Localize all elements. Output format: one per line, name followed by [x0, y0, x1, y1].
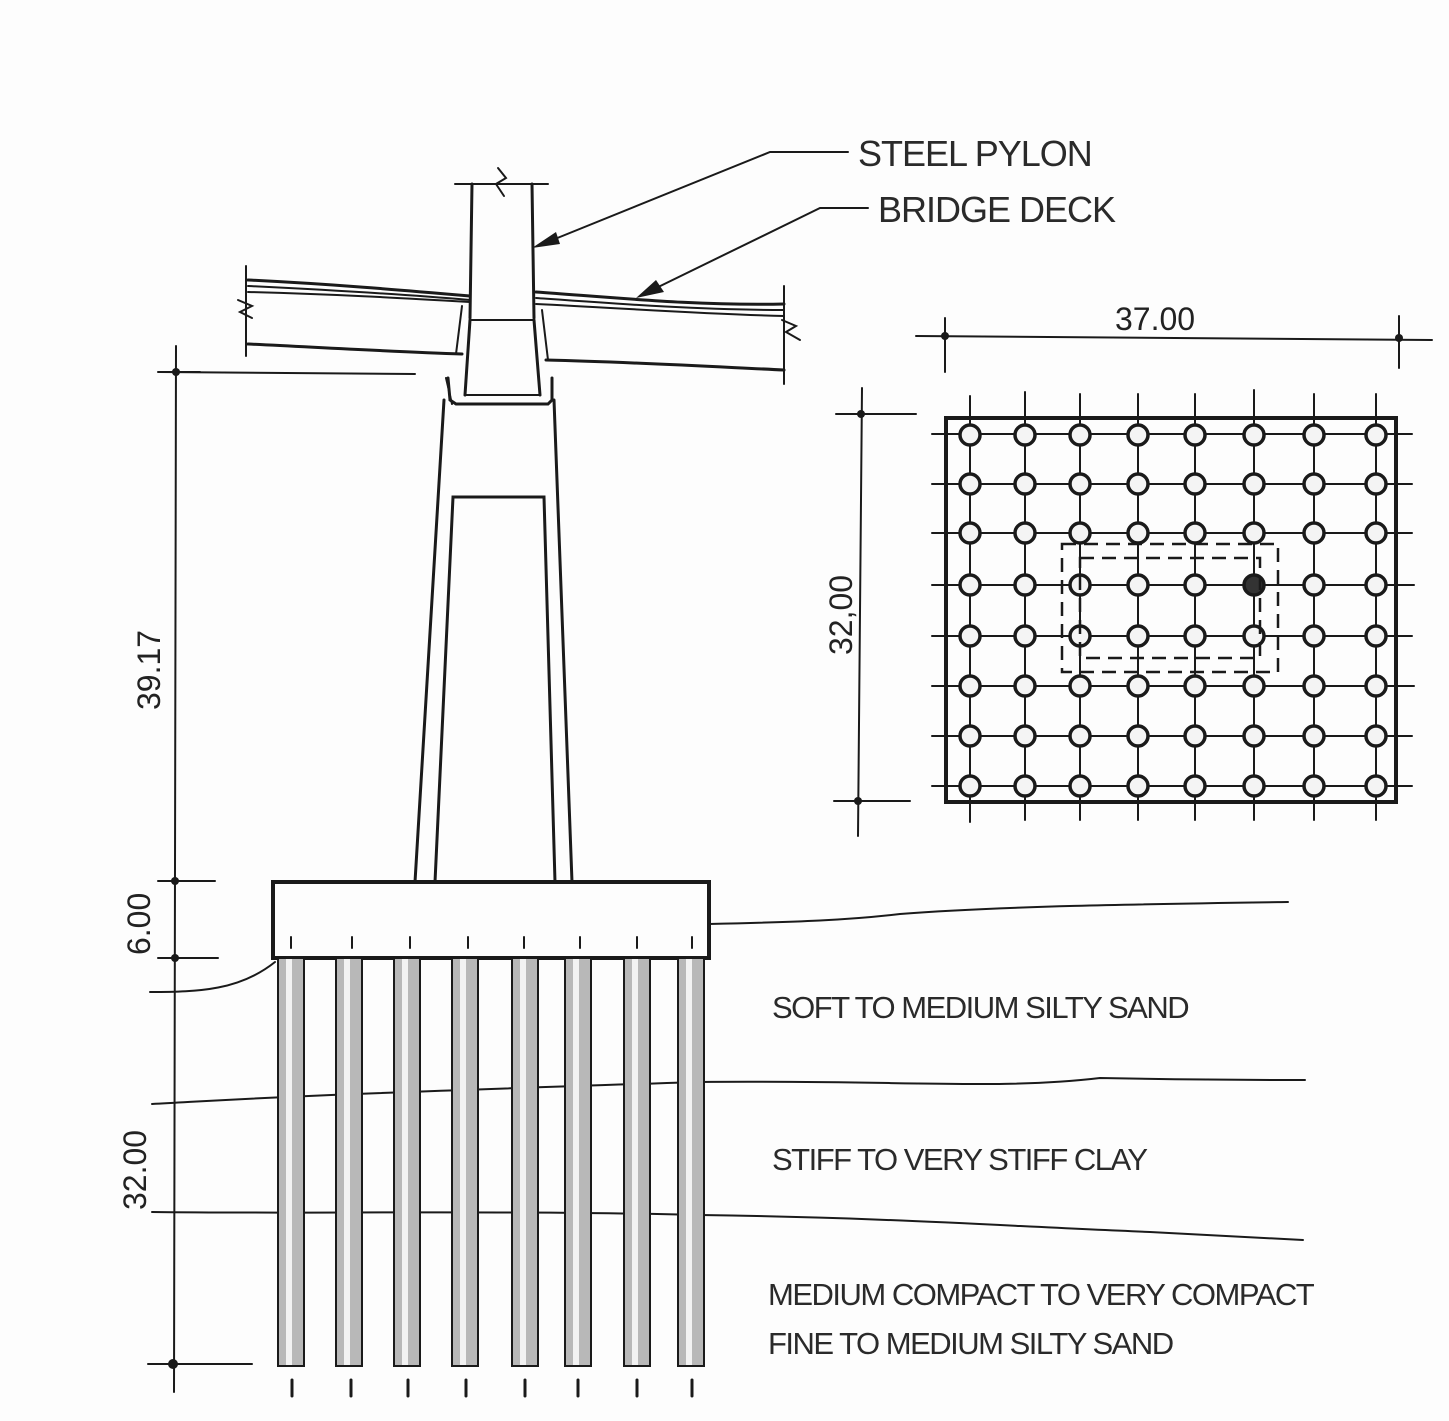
dim-pylon-height: 39.17	[131, 630, 167, 710]
steel-pylon-label: STEEL PYLON	[858, 133, 1092, 174]
pile	[277, 957, 305, 1367]
pile	[335, 957, 363, 1367]
soil-layer-1-label: SOFT TO MEDIUM SILTY SAND	[772, 990, 1188, 1025]
pile-tip-marks	[290, 1378, 694, 1398]
plan-grid	[931, 389, 1415, 823]
dim-plan-depth: 32,00	[823, 575, 859, 655]
soil-layer-3-label-line2: FINE TO MEDIUM SILTY SAND	[768, 1326, 1173, 1361]
pile	[451, 957, 479, 1367]
bridge-deck-leader	[647, 207, 869, 293]
pile	[623, 957, 651, 1367]
pile-plan-view: 37.00 32,00	[823, 301, 1433, 837]
dim-pile-cap-thickness: 6.00	[121, 893, 157, 955]
plan-pylon-footprint	[1060, 542, 1280, 674]
vertical-dimension-chain: 39.17 6.00 32.00	[117, 345, 253, 1393]
bridge-deck-callout: BRIDGE DECK	[636, 189, 1117, 298]
pile	[564, 957, 592, 1367]
soil-layer-labels: SOFT TO MEDIUM SILTY SAND STIFF TO VERY …	[768, 990, 1316, 1361]
plan-piles	[958, 423, 1388, 798]
concrete-tower	[413, 376, 574, 884]
pile	[511, 957, 539, 1367]
soil-layer-2-label: STIFF TO VERY STIFF CLAY	[772, 1142, 1147, 1177]
piles-elevation	[277, 957, 705, 1398]
pile-cap	[271, 880, 711, 960]
bridge-deck-label: BRIDGE DECK	[878, 189, 1116, 230]
dim-plan-width: 37.00	[1115, 301, 1195, 337]
soil-layer-3-label-line1: MEDIUM COMPACT TO VERY COMPACT	[768, 1277, 1315, 1312]
steel-pylon-leader	[544, 151, 849, 244]
pile	[393, 957, 421, 1367]
steel-pylon	[454, 167, 549, 397]
arrowhead-icon	[636, 280, 664, 298]
pile-cap-ticks	[290, 936, 693, 949]
bridge-deck	[159, 265, 801, 385]
soil-boundaries	[149, 901, 1306, 1241]
arrowhead-icon	[532, 232, 560, 248]
steel-pylon-callout: STEEL PYLON	[532, 133, 1093, 248]
pile	[677, 957, 705, 1367]
dim-pile-length: 32.00	[117, 1130, 153, 1210]
